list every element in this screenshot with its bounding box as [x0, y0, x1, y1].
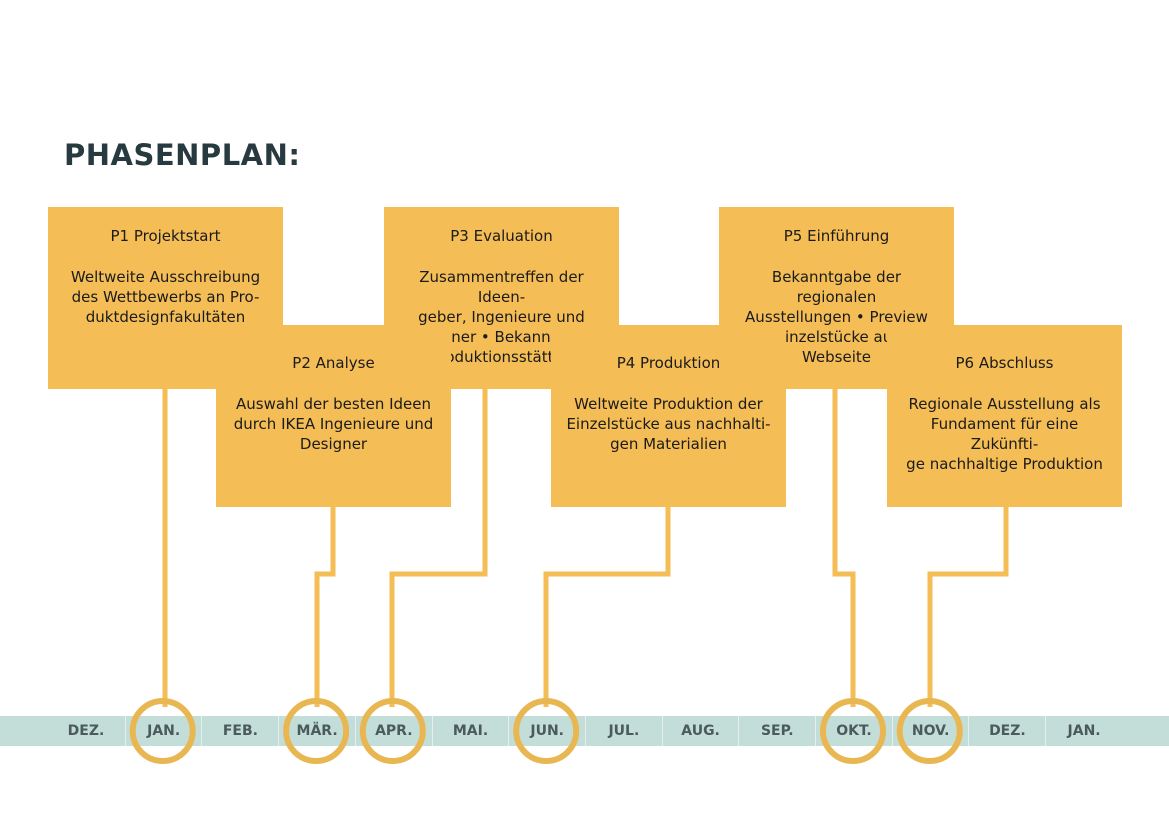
month-label: JUL.: [584, 716, 662, 746]
month-label: OKT.: [815, 716, 892, 746]
month-label: JUN.: [508, 716, 585, 746]
connector-line-p2: [314, 507, 336, 707]
phase-title: P1 Projektstart: [110, 227, 221, 245]
timeline-band: DEZ.JAN.FEB.MÄR.APR.MAI.JUN.JUL.AUG.SEP.…: [0, 716, 1169, 746]
phase-title: P3 Evaluation: [450, 227, 553, 245]
month-label: SEP.: [738, 716, 815, 746]
phase-description: Weltweite Produktion der Einzelstücke au…: [566, 395, 771, 453]
month-label: DEZ.: [67, 723, 105, 739]
connector-line-p3: [389, 389, 488, 707]
phase-title: P4 Produktion: [616, 354, 721, 372]
month-label: DEZ.: [968, 716, 1045, 746]
phase-description: Weltweite Ausschreibung des Wettbewerbs …: [70, 268, 261, 326]
phase-box-p6: P6 Abschluss Regionale Ausstellung als F…: [887, 325, 1122, 507]
month-label: NOV.: [891, 716, 969, 746]
connector-line-p5: [832, 389, 856, 707]
page-title: PHASENPLAN:: [64, 138, 301, 172]
phase-title: P2 Analyse: [292, 354, 375, 372]
phase-title: P6 Abschluss: [955, 354, 1054, 372]
phase-title: P5 Einführung: [783, 227, 890, 245]
month-label: JAN.: [124, 716, 202, 746]
phase-description: Regionale Ausstellung als Fundament für …: [906, 395, 1103, 473]
phase-box-p2: P2 Analyse Auswahl der besten Ideen durc…: [216, 325, 451, 507]
month-label: APR.: [354, 716, 432, 746]
month-label: MÄR.: [278, 716, 355, 746]
phase-description: Auswahl der besten Ideen durch IKEA Inge…: [233, 395, 434, 453]
phase-description: Zusammentreffen der Ideen- geber, Ingeni…: [409, 268, 595, 366]
phase-box-p4: P4 Produktion Weltweite Produktion der E…: [551, 325, 786, 507]
month-label: JAN.: [1045, 716, 1122, 746]
phase-description: Bekanntgabe der regionalen Ausstellungen…: [745, 268, 928, 366]
month-label: FEB.: [201, 716, 278, 746]
connector-line-p6: [927, 507, 1009, 707]
connector-line-p4: [543, 507, 671, 707]
month-label: MAI.: [431, 716, 509, 746]
month-label: AUG.: [661, 716, 739, 746]
